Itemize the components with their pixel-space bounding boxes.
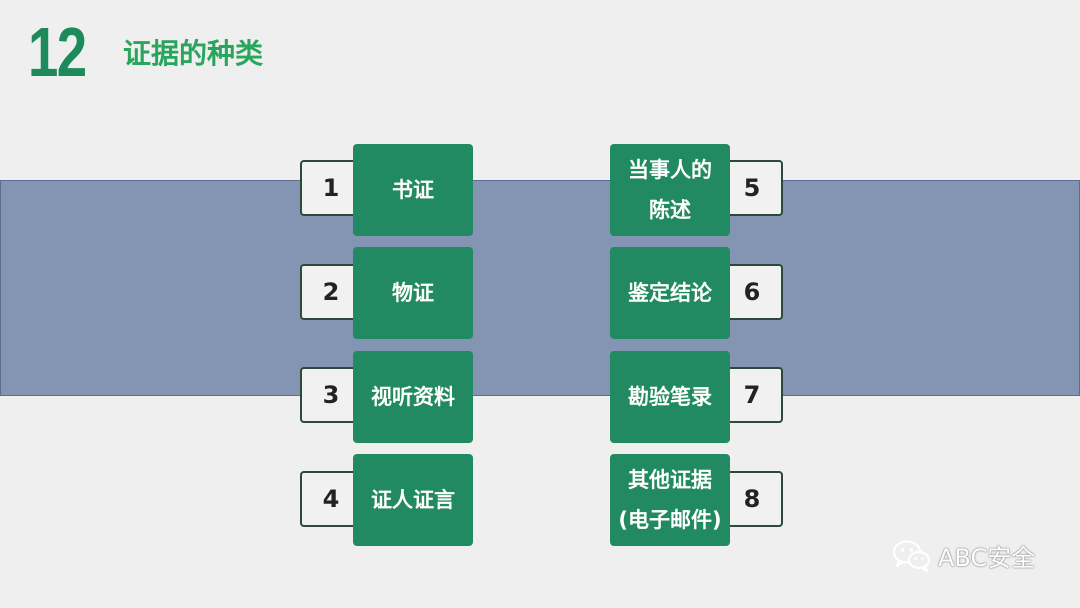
item-2-number: 2	[300, 264, 362, 320]
watermark: ABC安全	[892, 538, 1035, 573]
watermark-text: ABC安全	[938, 544, 1036, 572]
item-8-box: 其他证据 (电子邮件)	[610, 454, 730, 546]
item-1-label: 书证	[392, 178, 434, 202]
wechat-icon	[892, 539, 931, 572]
slide-title: 证据的种类	[123, 37, 264, 70]
slide-number: 12	[28, 13, 87, 91]
item-6-label: 鉴定结论	[628, 281, 712, 305]
item-8-label-line1: 其他证据	[627, 468, 712, 492]
item-6-box: 鉴定结论	[610, 247, 730, 339]
item-4-label: 证人证言	[371, 488, 455, 512]
item-5-box: 当事人的 陈述	[610, 144, 730, 236]
item-8-label-line2: (电子邮件)	[618, 508, 722, 532]
item-7-box: 勘验笔录	[610, 351, 730, 443]
highlight-band	[0, 180, 1080, 396]
item-8-number: 8	[721, 471, 783, 527]
item-7-number: 7	[721, 367, 783, 423]
item-6-number: 6	[721, 264, 783, 320]
item-1-box: 书证	[353, 144, 473, 236]
item-1-number: 1	[300, 160, 362, 216]
item-3-label: 视听资料	[371, 385, 455, 409]
item-2-label: 物证	[392, 281, 434, 305]
item-4-box: 证人证言	[353, 454, 473, 546]
item-5-number: 5	[721, 160, 783, 216]
item-3-number: 3	[300, 367, 362, 423]
item-3-box: 视听资料	[353, 351, 473, 443]
item-2-box: 物证	[353, 247, 473, 339]
item-5-label-line2: 陈述	[649, 198, 691, 222]
item-7-label: 勘验笔录	[628, 385, 712, 409]
item-5-label-line1: 当事人的	[628, 158, 712, 182]
